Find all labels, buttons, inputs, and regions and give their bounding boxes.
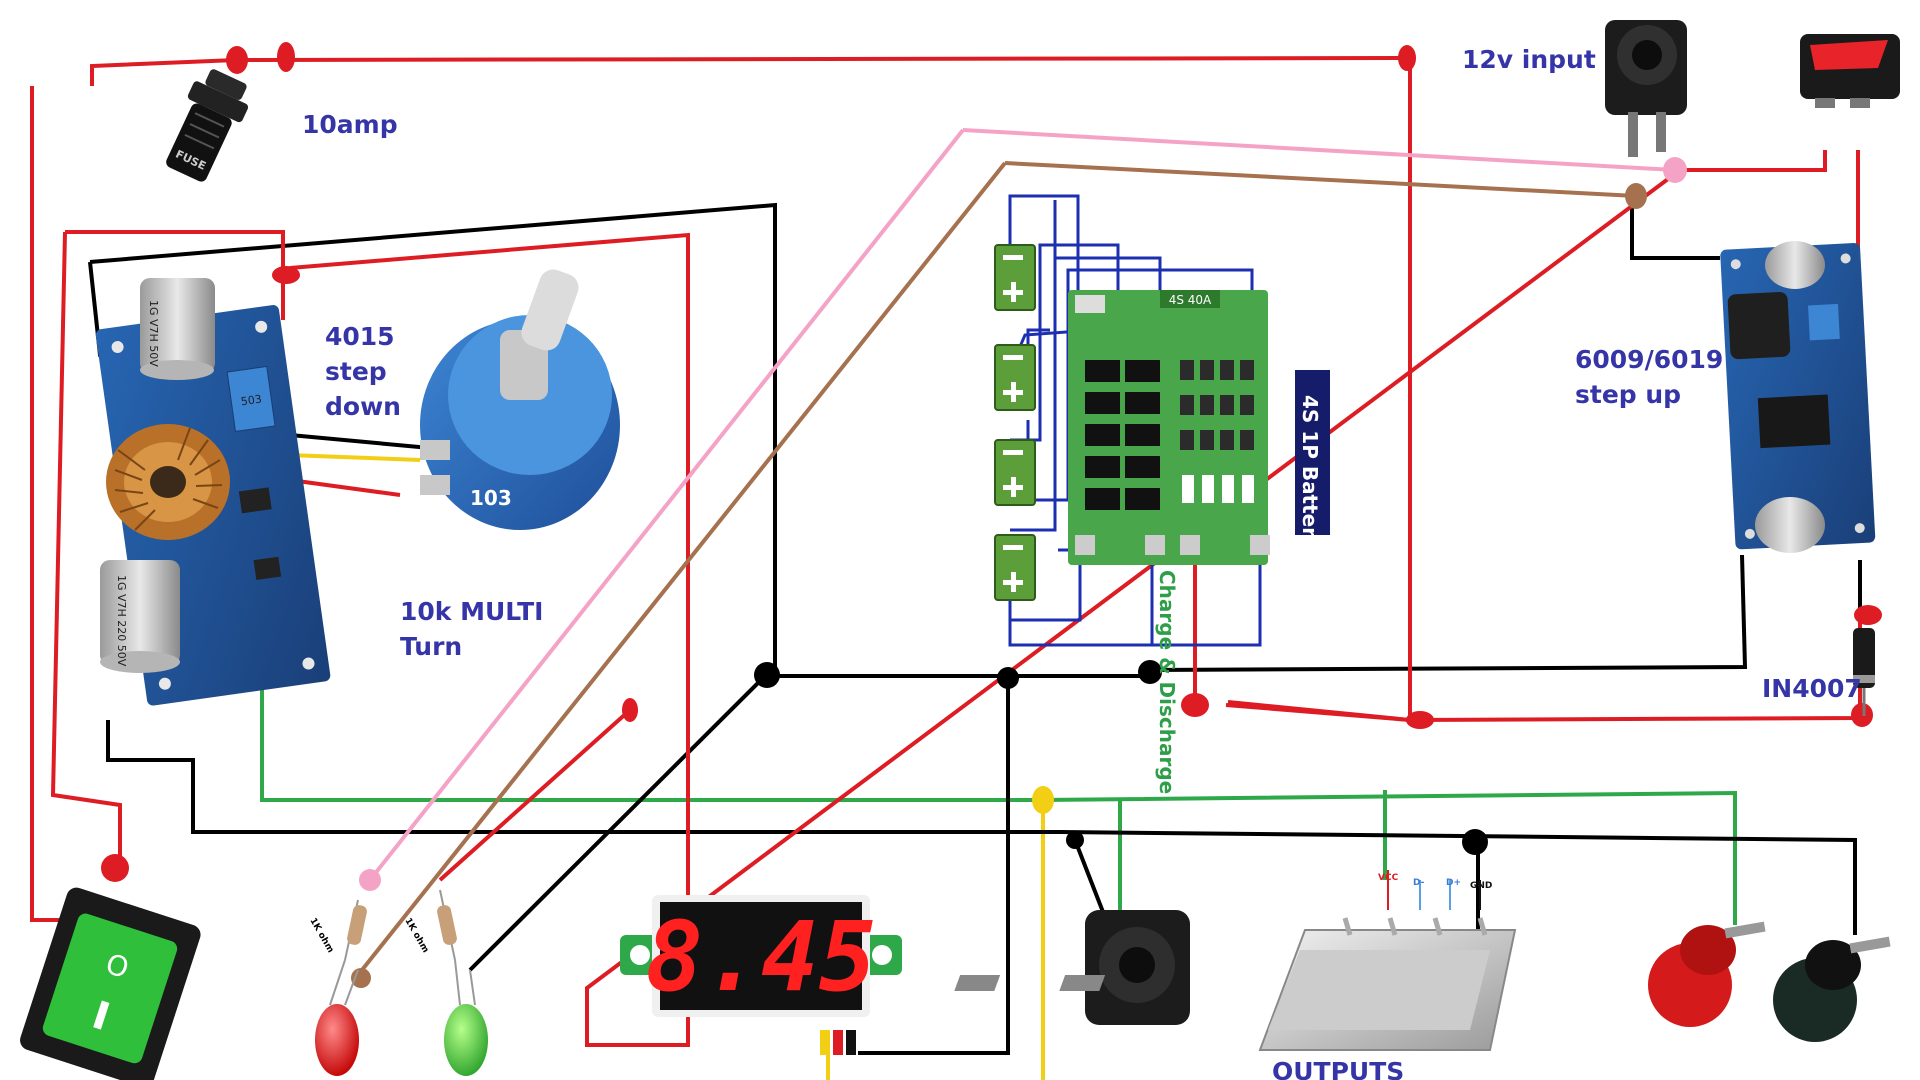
battery-pack <box>994 244 1036 601</box>
wires-yellow <box>287 453 1045 1080</box>
battery-label-plate: 4S 1P Battery <box>1295 370 1330 550</box>
battery-cell <box>994 244 1036 311</box>
capacitor-bottom: 1G V7H 220 50V <box>100 560 180 673</box>
pot-label-1: 10k MULTI <box>400 597 543 626</box>
binding-post-red <box>1648 921 1766 1027</box>
usb-gnd: GND <box>1470 881 1492 891</box>
main-power-switch[interactable]: O <box>17 885 203 1080</box>
fuse-holder: FUSE <box>166 69 249 182</box>
diode-label: IN4007 <box>1762 674 1862 703</box>
pot-label-2: Turn <box>400 632 462 661</box>
trimmer-code: 503 <box>240 393 263 409</box>
stepup-module <box>1720 241 1876 553</box>
stepup-label-1: 6009/6019 <box>1575 345 1723 374</box>
voltmeter-reading: 8.45 <box>645 901 876 1013</box>
cap-top-text: 1G V7H 50V <box>147 300 160 367</box>
bms-label: Charge & Discharge <box>1155 570 1179 794</box>
stepdown-label-2: step <box>325 357 387 386</box>
resistor-left-label: 1K ohm <box>307 917 335 955</box>
resistor-right <box>437 889 457 961</box>
capacitor-top: 1G V7H 50V <box>140 278 215 380</box>
cap-bottom-text: 1G V7H 220 50V <box>115 575 128 667</box>
input-power-switch[interactable] <box>1800 34 1900 108</box>
output-dc-jack <box>1085 910 1190 1025</box>
junction-dots <box>77 42 1882 988</box>
battery-cell <box>994 439 1036 506</box>
voltmeter: 8.45 <box>620 895 902 1055</box>
fuse-label: 10amp <box>302 110 398 139</box>
stepdown-label-1: 4015 <box>325 322 395 351</box>
bms-rating: 4S 40A <box>1169 293 1212 307</box>
input-label: 12v input <box>1462 45 1596 74</box>
inductor-coil <box>106 424 230 540</box>
wires-brown <box>356 161 1637 977</box>
usb-dplus: D+ <box>1446 878 1461 888</box>
wires-green <box>260 680 1737 930</box>
battery-label: 4S 1P Battery <box>1298 395 1322 550</box>
led-green <box>444 959 488 1076</box>
binding-post-black <box>1773 936 1891 1042</box>
stepup-label-2: step up <box>1575 380 1681 409</box>
led-red <box>315 959 359 1076</box>
outputs-label: OUTPUTS <box>1272 1057 1404 1080</box>
bms-board: 4S 40A <box>1068 290 1270 565</box>
dc-input-jack <box>1605 20 1687 157</box>
usb-output: VCC D- D+ GND <box>954 870 1517 1051</box>
battery-cell <box>994 534 1036 601</box>
stepdown-label-3: down <box>325 392 401 421</box>
battery-cell <box>994 344 1036 411</box>
usb-vcc: VCC <box>1378 873 1399 883</box>
pot-code: 103 <box>470 486 512 510</box>
usb-dminus: D- <box>1413 878 1425 888</box>
resistor-right-label: 1K ohm <box>402 917 430 955</box>
multiturn-potentiometer[interactable]: 103 <box>420 266 620 530</box>
resistor-left <box>344 899 367 961</box>
wires-pink <box>368 128 1676 882</box>
stepdown-module: 503 1G V7H <box>95 278 331 706</box>
diode <box>1853 628 1875 716</box>
